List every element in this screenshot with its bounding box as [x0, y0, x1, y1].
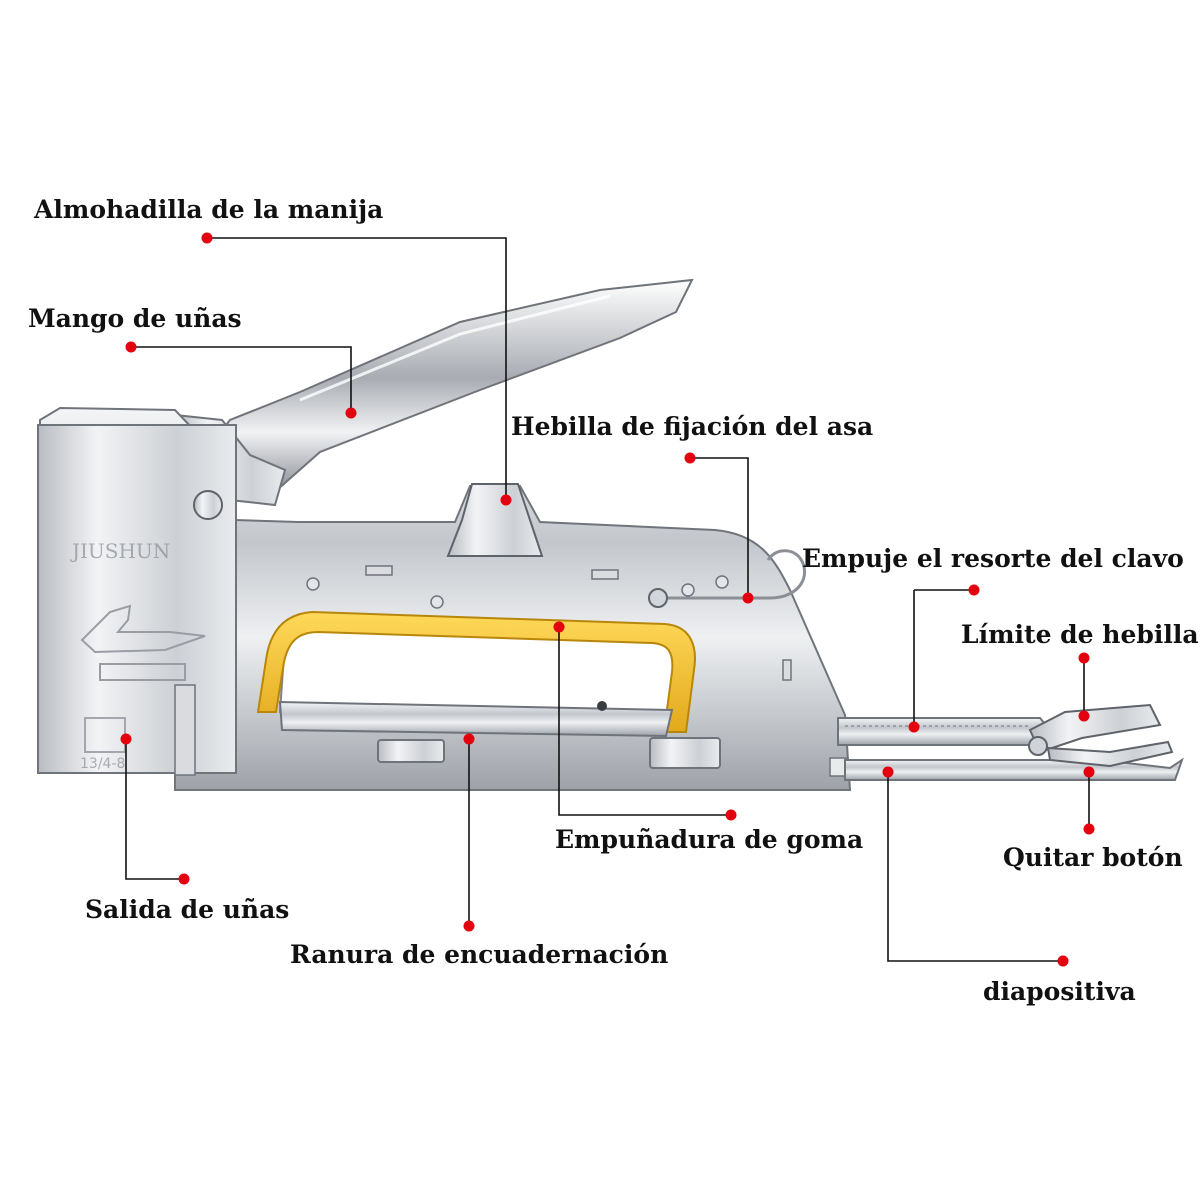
- callout-dot: [463, 920, 475, 932]
- brand-mark: JIUSHUN: [70, 539, 170, 563]
- label-nail-outlet: Salida de uñas: [85, 895, 290, 924]
- stapler-illustration: JIUSHUN 13/4-8: [37, 278, 1184, 791]
- label-handle-buckle: Hebilla de fijación del asa: [511, 412, 874, 441]
- callout-dot: [201, 232, 213, 244]
- callout-dot: [463, 733, 475, 745]
- embossed-stapler-icon: [80, 604, 206, 681]
- front-plate: [37, 424, 237, 774]
- label-binding-slot: Ranura de encuadernación: [290, 940, 669, 969]
- remove-button: [1046, 740, 1174, 768]
- label-spring-push: Empuje el resorte del clavo: [802, 544, 1184, 573]
- nail-handle-lever: [203, 278, 694, 500]
- label-slide: diapositiva: [983, 977, 1136, 1006]
- callout-dot: [725, 809, 737, 821]
- callout-dots: [120, 232, 1095, 967]
- rivet: [193, 490, 223, 520]
- label-buckle-limit: Límite de hebilla: [961, 620, 1199, 649]
- callout-dot: [968, 584, 980, 596]
- buckle-limit-latch: [1028, 703, 1162, 754]
- callout-dot: [908, 721, 920, 733]
- label-rubber-grip: Empuñadura de goma: [555, 825, 864, 854]
- leader-lines: [125, 237, 1090, 962]
- label-remove-button: Quitar botón: [1003, 843, 1183, 872]
- callout-dot: [125, 341, 137, 353]
- callout-dot: [684, 452, 696, 464]
- label-nail-handle: Mango de uñas: [28, 304, 242, 333]
- model-mark: 13/4-8: [80, 756, 125, 772]
- callout-dot: [500, 494, 512, 506]
- callout-dot: [345, 407, 357, 419]
- callout-dot: [1057, 955, 1069, 967]
- callout-dot: [178, 873, 190, 885]
- slide-rail: [844, 757, 1184, 781]
- callout-dot: [882, 766, 894, 778]
- callout-dot: [120, 733, 132, 745]
- callout-dot: [1078, 710, 1090, 722]
- spring-wire: [658, 549, 807, 600]
- callout-dot: [1083, 823, 1095, 835]
- binding-slot-bar: [278, 700, 674, 738]
- callout-dot: [742, 592, 754, 604]
- callout-dot: [1078, 652, 1090, 664]
- magazine-slide: [837, 717, 1052, 746]
- handle-buckle: [446, 483, 544, 557]
- callout-dot: [553, 621, 565, 633]
- rubber-grip: [256, 610, 696, 733]
- label-handle-pad: Almohadilla de la manija: [34, 195, 384, 224]
- callout-dot: [1083, 766, 1095, 778]
